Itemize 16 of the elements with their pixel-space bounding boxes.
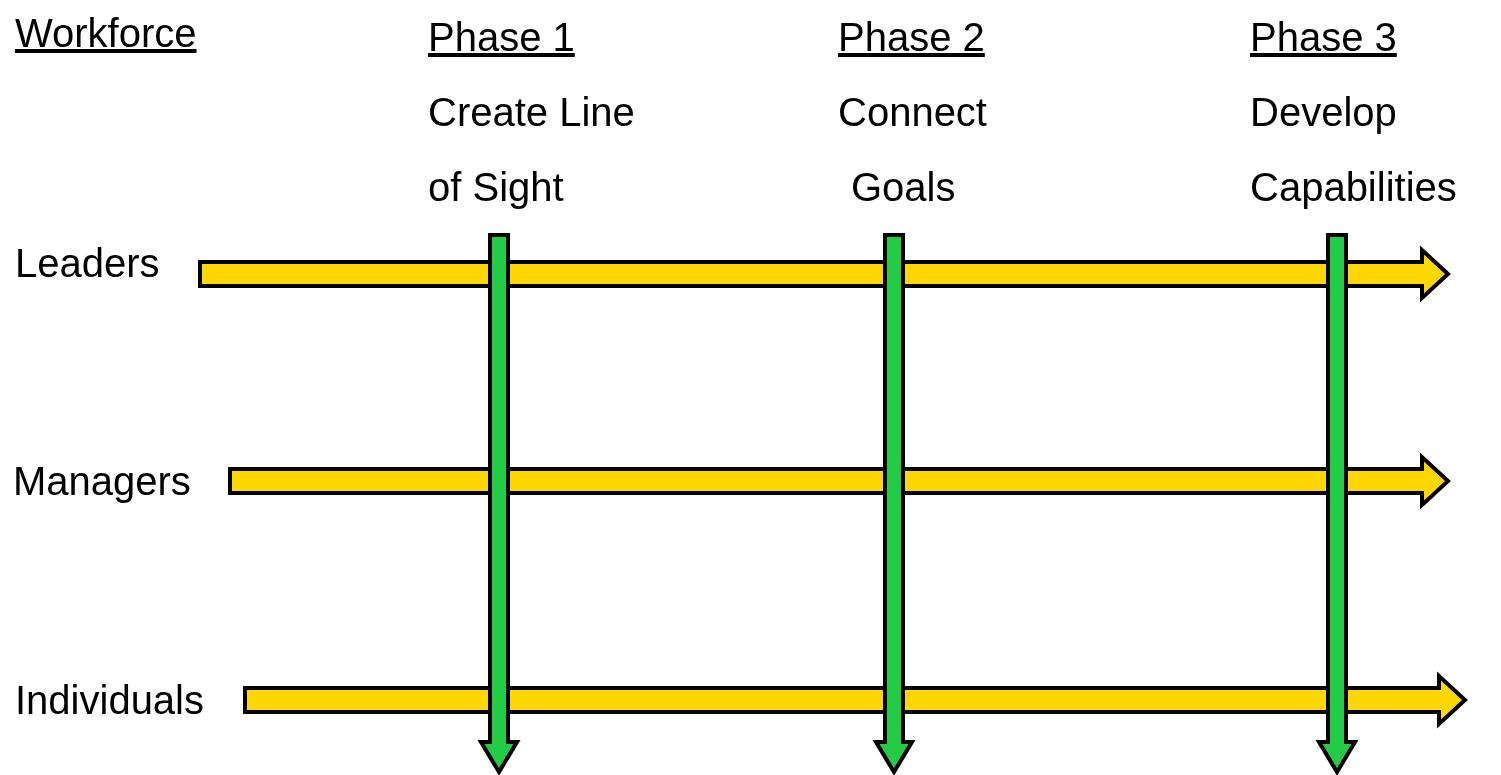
column-heading: Workforce	[15, 10, 197, 56]
block-arrow	[872, 233, 916, 775]
phase-heading: Phase 2	[838, 14, 986, 61]
phase-description: Develop Capabilities	[1250, 89, 1458, 211]
phase-description: Create Line of Sight	[428, 89, 636, 211]
block-arrow	[243, 671, 1468, 729]
phase-heading: Phase 1	[428, 14, 576, 61]
phase-heading: Phase 3	[1250, 14, 1398, 61]
phase-description: Connect Goals	[838, 89, 988, 211]
row-label: Leaders	[15, 240, 198, 286]
block-arrow	[477, 233, 521, 775]
row-label: Managers	[13, 458, 230, 504]
block-arrow	[198, 245, 1451, 303]
block-arrow	[228, 452, 1451, 510]
block-arrow	[1315, 233, 1359, 775]
row-label: Individuals	[15, 677, 245, 723]
